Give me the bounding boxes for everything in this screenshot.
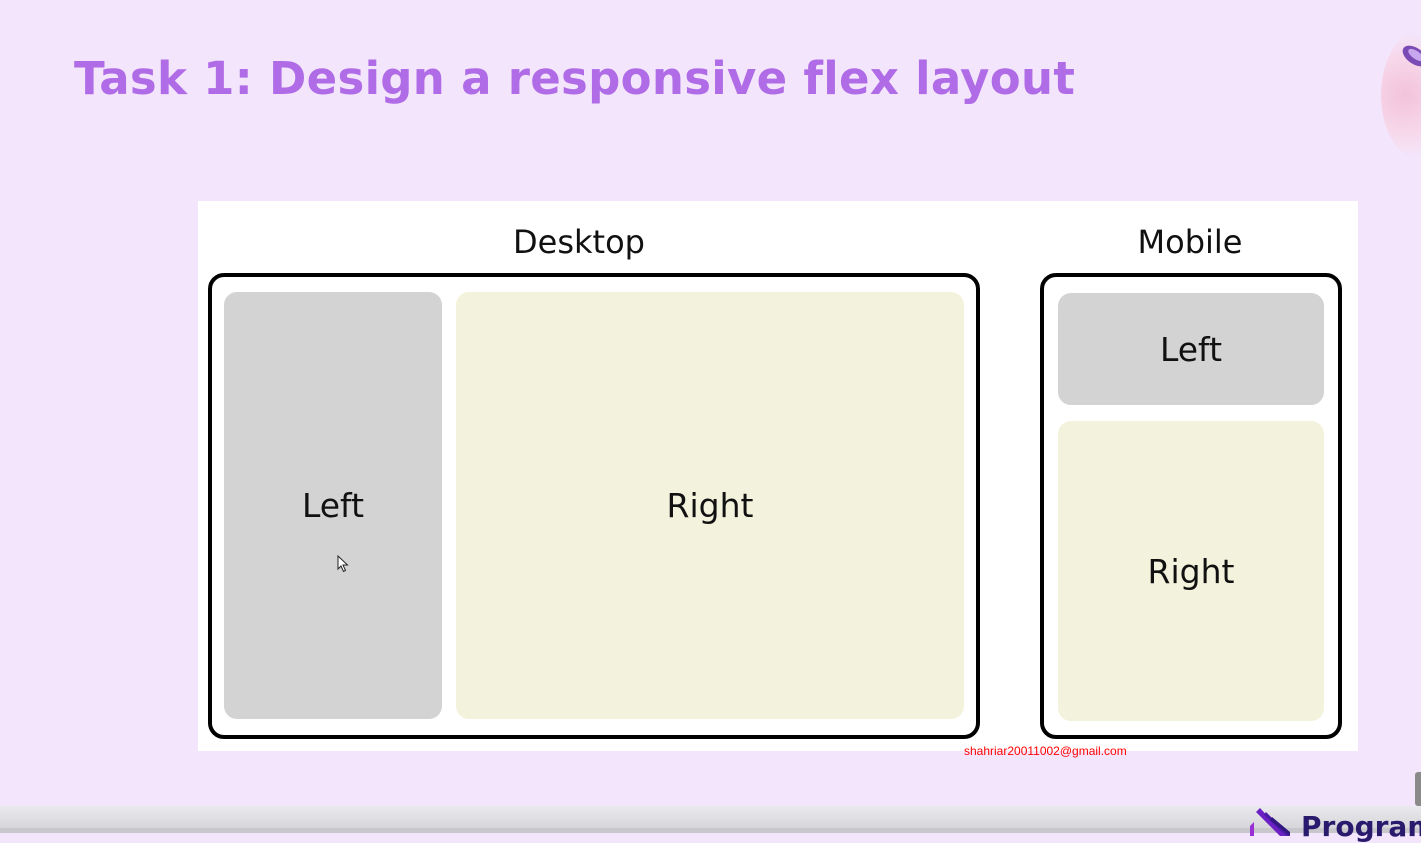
layout-diagram: Desktop Left Right Mobile Left Right: [198, 201, 1358, 751]
brand-name: Program: [1301, 810, 1421, 843]
desktop-label: Desktop: [513, 223, 645, 261]
mobile-right-pane: Right: [1058, 421, 1324, 721]
desktop-right-label: Right: [666, 486, 754, 525]
mobile-left-pane: Left: [1058, 293, 1324, 405]
mouse-cursor-icon: [337, 555, 349, 573]
mobile-label: Mobile: [1137, 223, 1243, 261]
mobile-left-label: Left: [1159, 329, 1223, 369]
desktop-left-label: Left: [301, 486, 365, 525]
mobile-frame: Left Right: [1040, 273, 1342, 739]
desktop-frame: Left Right: [208, 273, 980, 739]
mobile-right-label: Right: [1147, 551, 1235, 591]
slide-title: Task 1: Design a responsive flex layout: [74, 52, 1076, 105]
edge-decoration: [1415, 772, 1421, 806]
brand-logo-icon: [1250, 808, 1290, 836]
email-watermark: shahriar20011002@gmail.com: [964, 744, 1127, 758]
rocket-icon: [1402, 45, 1421, 67]
bottom-strip: [0, 828, 1421, 833]
desktop-right-pane: Right: [456, 292, 964, 719]
desktop-left-pane: Left: [224, 292, 442, 719]
